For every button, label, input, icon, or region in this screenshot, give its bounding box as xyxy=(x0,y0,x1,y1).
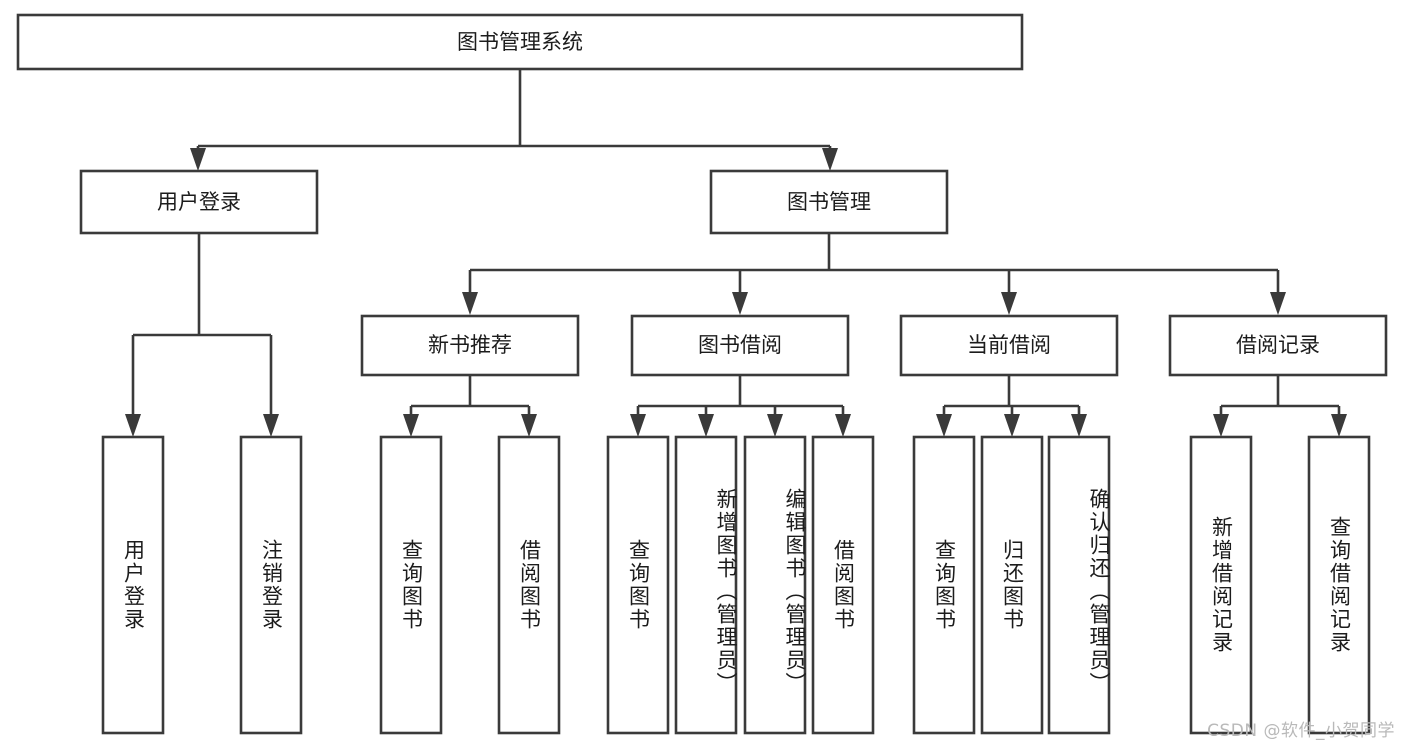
node-new-book-rec-label: 新书推荐 xyxy=(428,333,512,357)
leaf-borrow-book-2-box[interactable] xyxy=(811,435,875,735)
arrow-head-icon xyxy=(822,148,838,171)
arrow-head-icon xyxy=(936,414,952,437)
arrow-head-icon xyxy=(125,414,141,437)
node-current-borrow-box[interactable] xyxy=(899,314,1119,377)
leaf-query-book-1-box[interactable] xyxy=(379,435,443,735)
connector-user-login-to-leaves xyxy=(125,233,279,437)
node-book-borrow-label: 图书借阅 xyxy=(698,333,782,357)
arrow-head-icon xyxy=(1004,414,1020,437)
arrow-head-icon xyxy=(1270,292,1286,315)
arrow-head-icon xyxy=(263,414,279,437)
leaf-edit-book-box[interactable] xyxy=(743,435,807,735)
connector-current-borrow-to-leaves xyxy=(936,375,1087,437)
node-new-book-rec-box[interactable] xyxy=(360,314,580,377)
arrow-head-icon xyxy=(835,414,851,437)
connector-borrow-record-to-leaves xyxy=(1213,375,1347,437)
node-current-borrow-label: 当前借阅 xyxy=(967,333,1051,357)
connector-root-to-level2 xyxy=(190,69,838,171)
leaf-add-record-box[interactable] xyxy=(1189,435,1253,735)
arrow-head-icon xyxy=(521,414,537,437)
leaf-query-book-3-box[interactable] xyxy=(912,435,976,735)
arrow-head-icon xyxy=(1071,414,1087,437)
arrow-head-icon xyxy=(403,414,419,437)
leaf-add-book-box[interactable] xyxy=(674,435,738,735)
node-root-box[interactable] xyxy=(16,13,1024,71)
leaf-borrow-book-1-box[interactable] xyxy=(497,435,561,735)
arrow-head-icon xyxy=(630,414,646,437)
node-borrow-record-label: 借阅记录 xyxy=(1236,333,1320,357)
arrow-head-icon xyxy=(1001,292,1017,315)
leaf-query-record-box[interactable] xyxy=(1307,435,1371,735)
arrow-head-icon xyxy=(462,292,478,315)
node-book-manage-label: 图书管理 xyxy=(787,190,871,214)
node-current-borrow[interactable] xyxy=(899,314,1119,377)
node-user-login-box[interactable] xyxy=(79,169,319,235)
arrow-head-icon xyxy=(732,292,748,315)
watermark-text: CSDN @软件_小贺同学 xyxy=(1207,721,1395,741)
leaf-confirm-return-box[interactable] xyxy=(1047,435,1111,735)
leaf-return-book-box[interactable] xyxy=(980,435,1044,735)
arrow-head-icon xyxy=(1331,414,1347,437)
leaf-query-book-2-box[interactable] xyxy=(606,435,670,735)
leaf-user-login-box[interactable] xyxy=(101,435,165,735)
node-user-login[interactable] xyxy=(79,169,319,235)
arrow-head-icon xyxy=(1213,414,1229,437)
leaf-logout-login-box[interactable] xyxy=(239,435,303,735)
node-user-login-label: 用户登录 xyxy=(157,190,241,214)
node-new-book-rec[interactable] xyxy=(360,314,580,377)
connector-book-manage-to-level3 xyxy=(462,233,1286,315)
connector-new-book-rec-to-leaves xyxy=(403,375,537,437)
connector-book-borrow-to-leaves xyxy=(630,375,851,437)
arrow-head-icon xyxy=(767,414,783,437)
node-root-label: 图书管理系统 xyxy=(457,30,583,54)
arrow-head-icon xyxy=(698,414,714,437)
arrow-head-icon xyxy=(190,148,206,171)
node-root[interactable] xyxy=(16,13,1024,71)
